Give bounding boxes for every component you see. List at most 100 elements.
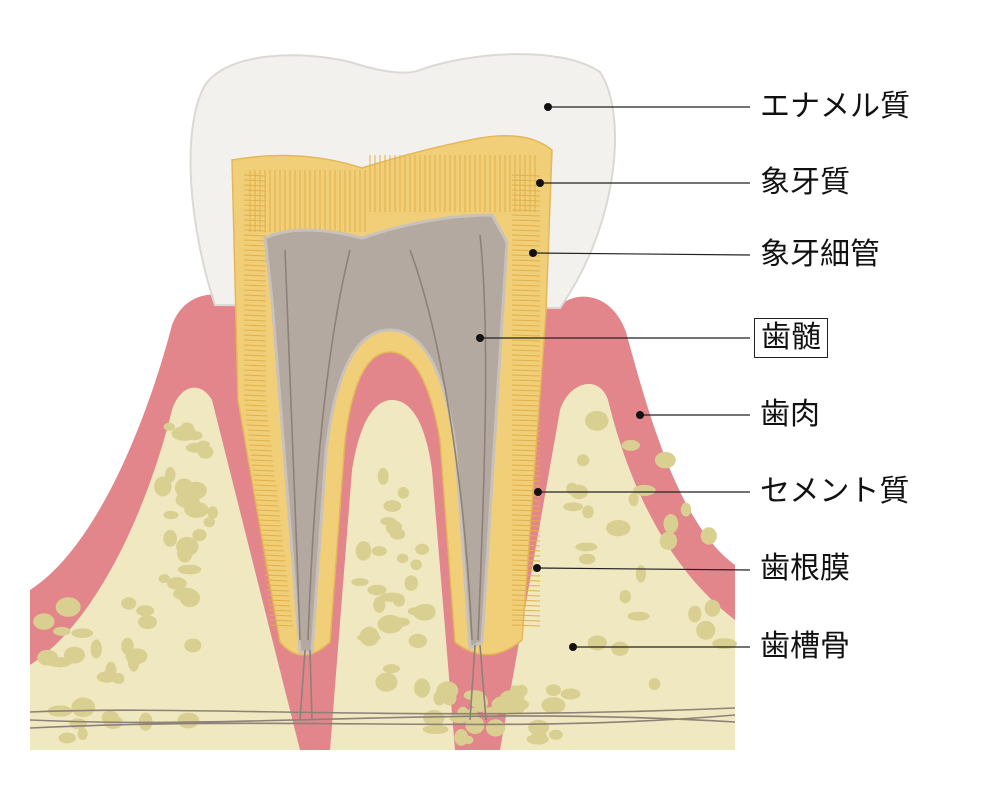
tubule	[245, 414, 268, 417]
tubule	[248, 439, 271, 442]
tubule	[511, 399, 541, 402]
tubule	[243, 379, 267, 382]
tubule	[264, 574, 288, 577]
tubule	[511, 544, 541, 547]
tubule	[243, 384, 267, 387]
tubule	[511, 304, 541, 307]
tubule	[256, 504, 279, 507]
alveolar-bone-right	[500, 383, 735, 750]
label-gum: 歯肉	[760, 397, 820, 432]
bone-spot	[433, 690, 445, 706]
tubule	[511, 294, 541, 297]
tubule	[243, 284, 267, 287]
tubule	[243, 334, 267, 337]
tubule	[246, 424, 270, 427]
bone-spot	[154, 476, 172, 497]
tubule	[261, 549, 285, 552]
bone-spot	[712, 638, 738, 650]
bone-spot	[485, 719, 506, 737]
tubule	[511, 234, 541, 237]
tubule	[247, 429, 270, 432]
tubule	[511, 259, 541, 262]
bone-spot	[382, 664, 401, 674]
tubule	[511, 459, 541, 462]
bone-spot	[55, 597, 81, 617]
tubule	[511, 359, 541, 362]
tubule	[511, 344, 541, 347]
bone-spot	[585, 410, 609, 431]
tubule	[511, 384, 541, 387]
tubule	[254, 489, 277, 492]
tubule	[511, 264, 541, 267]
tubule	[511, 554, 541, 557]
bone-spot	[627, 611, 650, 621]
tubule	[243, 359, 267, 362]
bone-spot	[463, 690, 485, 701]
tubule	[511, 374, 541, 377]
tubule	[511, 464, 541, 467]
bone-spot	[499, 690, 525, 705]
tubule	[511, 229, 541, 232]
bone-spot	[414, 678, 431, 698]
bone-spot	[121, 597, 137, 610]
bone-spot	[392, 594, 405, 607]
tubule	[243, 254, 267, 257]
tubule	[243, 364, 267, 367]
tubule	[248, 434, 271, 437]
bone-spot	[163, 422, 175, 431]
tubule	[511, 549, 541, 552]
bone-spot	[442, 691, 457, 706]
bone-spot	[90, 639, 102, 659]
tubule	[511, 499, 541, 502]
bone-spot	[397, 487, 410, 499]
bone-spot	[380, 517, 397, 526]
tubule	[511, 514, 541, 517]
tubule	[511, 474, 541, 477]
tubule	[261, 544, 284, 547]
bone-spot	[179, 589, 201, 608]
tubule	[511, 314, 541, 317]
tubule	[511, 444, 541, 447]
tubule	[511, 394, 541, 397]
bone-spot	[696, 620, 716, 640]
tubule	[270, 624, 294, 627]
bone-spot	[633, 484, 656, 496]
tubule	[511, 589, 541, 592]
bone-spot	[407, 606, 427, 616]
alveolar-bone-left	[30, 387, 300, 750]
tubule	[243, 304, 267, 307]
tubule	[511, 414, 541, 417]
bone-spot	[33, 613, 55, 630]
bone-spot	[128, 651, 140, 672]
tubule	[511, 534, 541, 537]
tubule	[511, 364, 541, 367]
bone-spot	[545, 684, 562, 696]
bone-spot	[177, 712, 200, 729]
bone-spot	[549, 729, 563, 740]
label-periodontal-ligament: 歯根膜	[760, 551, 850, 586]
bone-spot	[177, 564, 202, 575]
tubule	[511, 404, 541, 407]
bone-spot	[541, 697, 566, 714]
tubule	[511, 334, 541, 337]
tubule	[257, 514, 280, 517]
tubule	[511, 594, 541, 597]
bone-spot	[58, 732, 76, 744]
tubule	[511, 509, 541, 512]
tubule	[511, 429, 541, 432]
tubule	[243, 344, 267, 347]
bone-spot	[71, 697, 96, 718]
bone-spot	[163, 529, 177, 547]
tubule	[250, 454, 273, 457]
tubule	[265, 579, 288, 582]
tubule	[252, 474, 276, 477]
bone-spot	[404, 575, 419, 591]
tubule	[243, 399, 267, 402]
leader-lines	[480, 106, 751, 648]
tubule	[243, 319, 267, 322]
bone-spot	[389, 528, 406, 540]
tubule	[243, 329, 267, 332]
bone-spot	[582, 505, 594, 519]
tubule	[243, 324, 267, 327]
bone-spot	[560, 688, 581, 700]
